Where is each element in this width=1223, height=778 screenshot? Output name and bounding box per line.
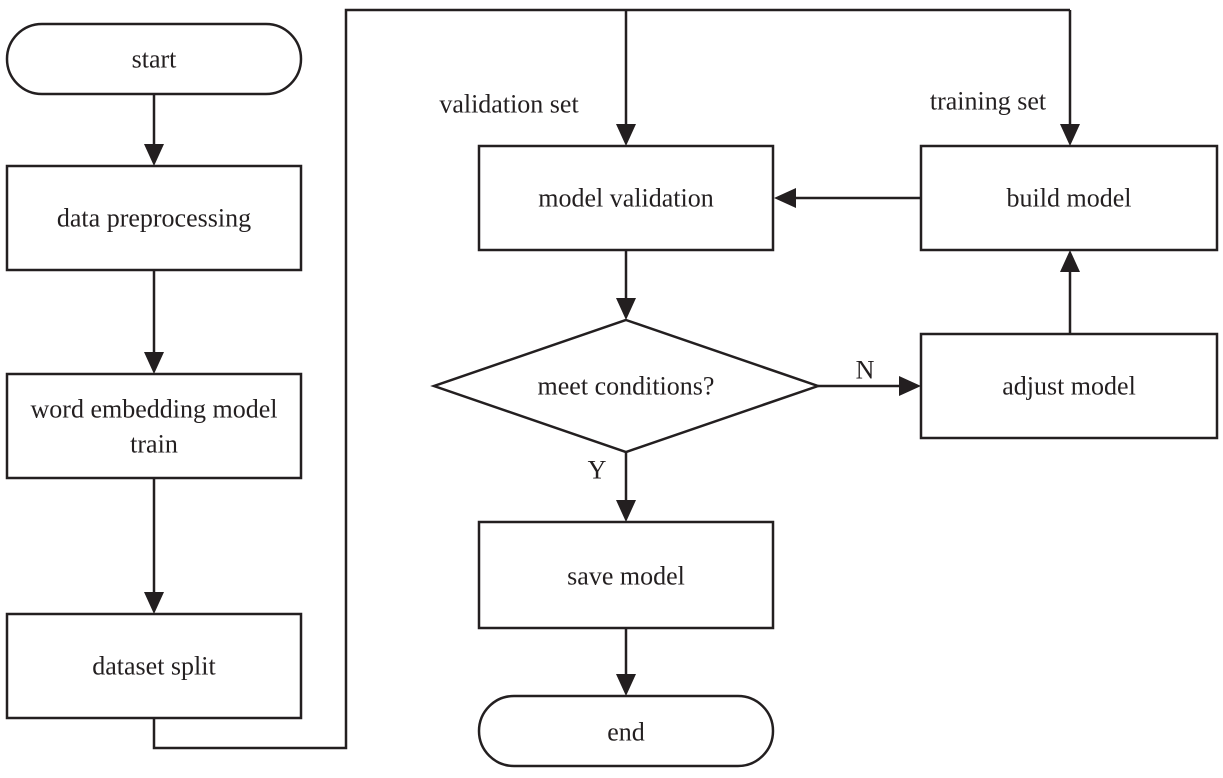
word-embedding-label-line2: train xyxy=(130,430,178,459)
meet-conditions-decision xyxy=(430,318,822,454)
arrowhead-end xyxy=(616,674,636,696)
dataset-split-box xyxy=(5,612,303,720)
model-validation-box xyxy=(477,144,775,252)
arrowhead-preprocessing xyxy=(144,144,164,166)
model-validation-label: model validation xyxy=(538,184,713,213)
arrowhead-split xyxy=(144,592,164,614)
meet-conditions-label: meet conditions? xyxy=(538,372,715,401)
start-terminal xyxy=(5,22,303,96)
yes-label: Y xyxy=(588,456,607,485)
training-set-label: training set xyxy=(930,87,1047,116)
end-terminal xyxy=(477,694,775,768)
arrowhead-adjust-to-build xyxy=(1060,250,1080,272)
edge-split-route xyxy=(152,8,1070,750)
arrowhead-embedding xyxy=(144,352,164,374)
build-model-label: build model xyxy=(1007,184,1132,213)
validation-set-label: validation set xyxy=(439,90,579,119)
adjust-model-label: adjust model xyxy=(1002,372,1136,401)
no-label: N xyxy=(856,356,875,385)
arrowhead-save xyxy=(616,500,636,522)
save-model-label: save model xyxy=(567,562,685,591)
word-embedding-label-line1: word embedding model xyxy=(31,395,278,424)
data-preprocessing-box xyxy=(5,164,303,272)
save-model-box xyxy=(477,520,775,630)
arrowhead-validation xyxy=(616,124,636,146)
dataset-split-label: dataset split xyxy=(92,652,216,681)
build-model-box xyxy=(919,144,1219,252)
adjust-model-box xyxy=(919,332,1219,440)
arrowhead-build xyxy=(1060,124,1080,146)
end-label: end xyxy=(607,718,645,747)
start-label: start xyxy=(132,45,178,74)
arrowhead-decision xyxy=(616,298,636,320)
arrowhead-adjust xyxy=(899,376,921,396)
data-preprocessing-label: data preprocessing xyxy=(57,204,251,233)
word-embedding-box xyxy=(5,372,303,480)
arrowhead-build-to-validation xyxy=(774,188,796,208)
